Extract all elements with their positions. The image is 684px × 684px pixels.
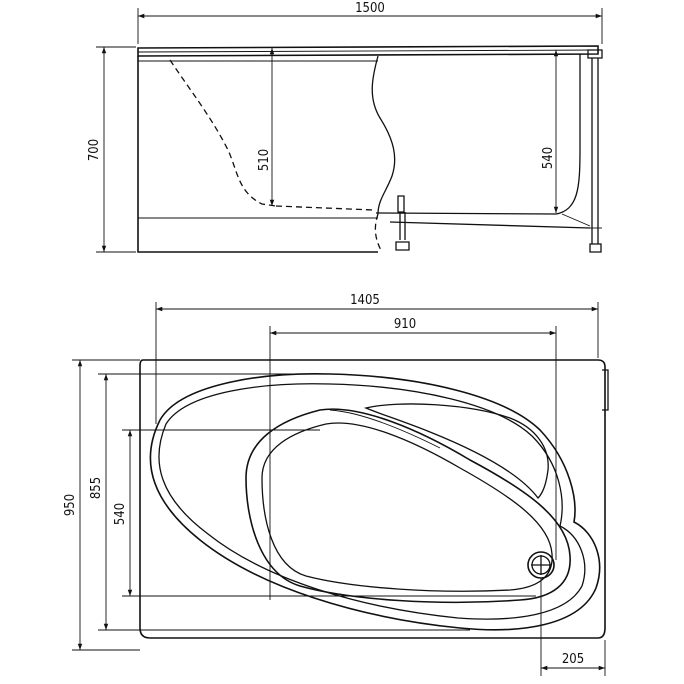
dim-label-910: 910	[394, 317, 416, 332]
dimension-side-height: 700	[87, 46, 136, 253]
top-tub-rim-inner	[158, 383, 586, 620]
side-front-panel	[137, 55, 396, 253]
side-view: 1500 700 510 540	[87, 1, 603, 253]
dimension-top-length: 1405	[155, 293, 599, 424]
top-view: 1405 910 950 855 540	[63, 293, 609, 676]
dimension-side-length: 1500	[137, 1, 603, 44]
side-legs	[395, 49, 603, 253]
top-tub-outer	[149, 373, 601, 631]
dim-label-950: 950	[63, 494, 78, 516]
dimension-top-width-outer: 855	[89, 373, 470, 631]
drain-icon	[527, 551, 555, 579]
dimension-top-width-total: 950	[63, 359, 140, 651]
dim-label-855: 855	[89, 477, 104, 499]
dim-label-1500: 1500	[355, 1, 385, 16]
dimension-side-depth-left: 510	[257, 48, 275, 206]
dim-label-1405: 1405	[350, 293, 380, 308]
dim-label-510: 510	[257, 149, 272, 171]
top-tub-basin	[245, 408, 571, 604]
dimension-top-inner-length: 910	[269, 317, 557, 600]
side-tub-inner	[375, 54, 591, 229]
dim-label-540-top: 540	[113, 503, 128, 525]
dimension-top-width-inner: 540	[113, 429, 536, 597]
dimension-drain-offset: 205	[540, 578, 606, 676]
dim-label-205: 205	[562, 652, 584, 667]
side-rim	[137, 45, 599, 62]
top-outer-rim	[139, 359, 606, 639]
dim-label-540-side: 540	[541, 147, 556, 169]
dimension-side-depth-right: 540	[541, 50, 559, 213]
side-hidden-contour	[169, 59, 383, 253]
dim-label-700: 700	[87, 139, 102, 161]
top-backrest	[363, 403, 549, 499]
